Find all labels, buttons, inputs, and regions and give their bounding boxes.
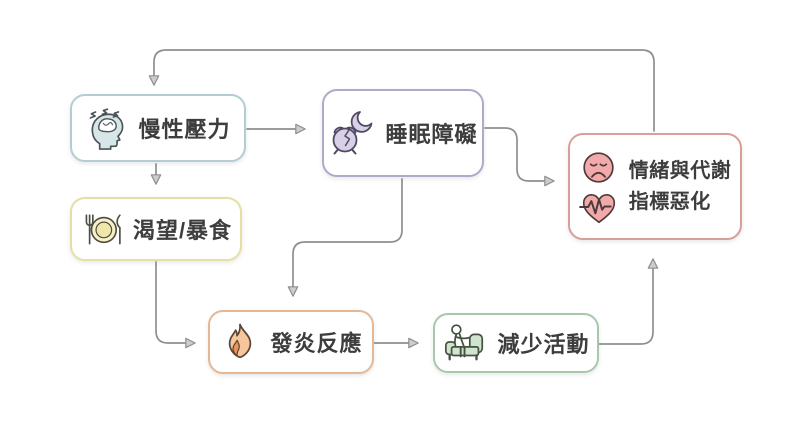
node-label: 發炎反應 <box>270 331 363 356</box>
flame-icon <box>219 321 261 363</box>
node-label: 減少活動 <box>497 332 590 357</box>
node-label-line1: 情緒與代謝 <box>628 159 732 182</box>
couch-person-icon <box>442 320 488 366</box>
stressed-head-icon <box>85 106 129 150</box>
edge-craving-to-inflammation <box>155 261 196 349</box>
fork-plate-knife-icon <box>80 207 124 251</box>
heart-ecg-icon <box>578 189 619 225</box>
node-inflammation: 發炎反應 <box>208 310 374 374</box>
edge-mood-metabolic-to-chronic-stress <box>148 49 655 132</box>
node-label: 情緒與代謝指標惡化 <box>629 156 732 218</box>
edge-reduced-activity-to-mood-metabolic <box>598 258 659 345</box>
node-label: 渴望/暴食 <box>132 218 233 243</box>
edge-sleep-disturbance-to-inflammation <box>287 178 403 297</box>
node-label: 慢性壓力 <box>138 117 231 142</box>
node-chronic-stress: 慢性壓力 <box>70 94 246 162</box>
node-craving-binge-eating: 渴望/暴食 <box>70 197 242 261</box>
node-label-line2: 指標惡化 <box>628 190 711 213</box>
node-sleep-disturbance: 睡眠障礙 <box>322 89 484 177</box>
sad-face-icon <box>580 149 617 186</box>
node-mood-metabolic-worsening: 情緒與代謝指標惡化 <box>568 133 742 240</box>
moon-broken-alarm-icon <box>328 109 376 157</box>
edge-sleep-disturbance-to-mood-metabolic <box>484 127 555 187</box>
node-label: 睡眠障礙 <box>385 122 478 147</box>
mood-metabolic-icons <box>578 149 619 225</box>
node-reduced-activity: 減少活動 <box>433 313 599 373</box>
